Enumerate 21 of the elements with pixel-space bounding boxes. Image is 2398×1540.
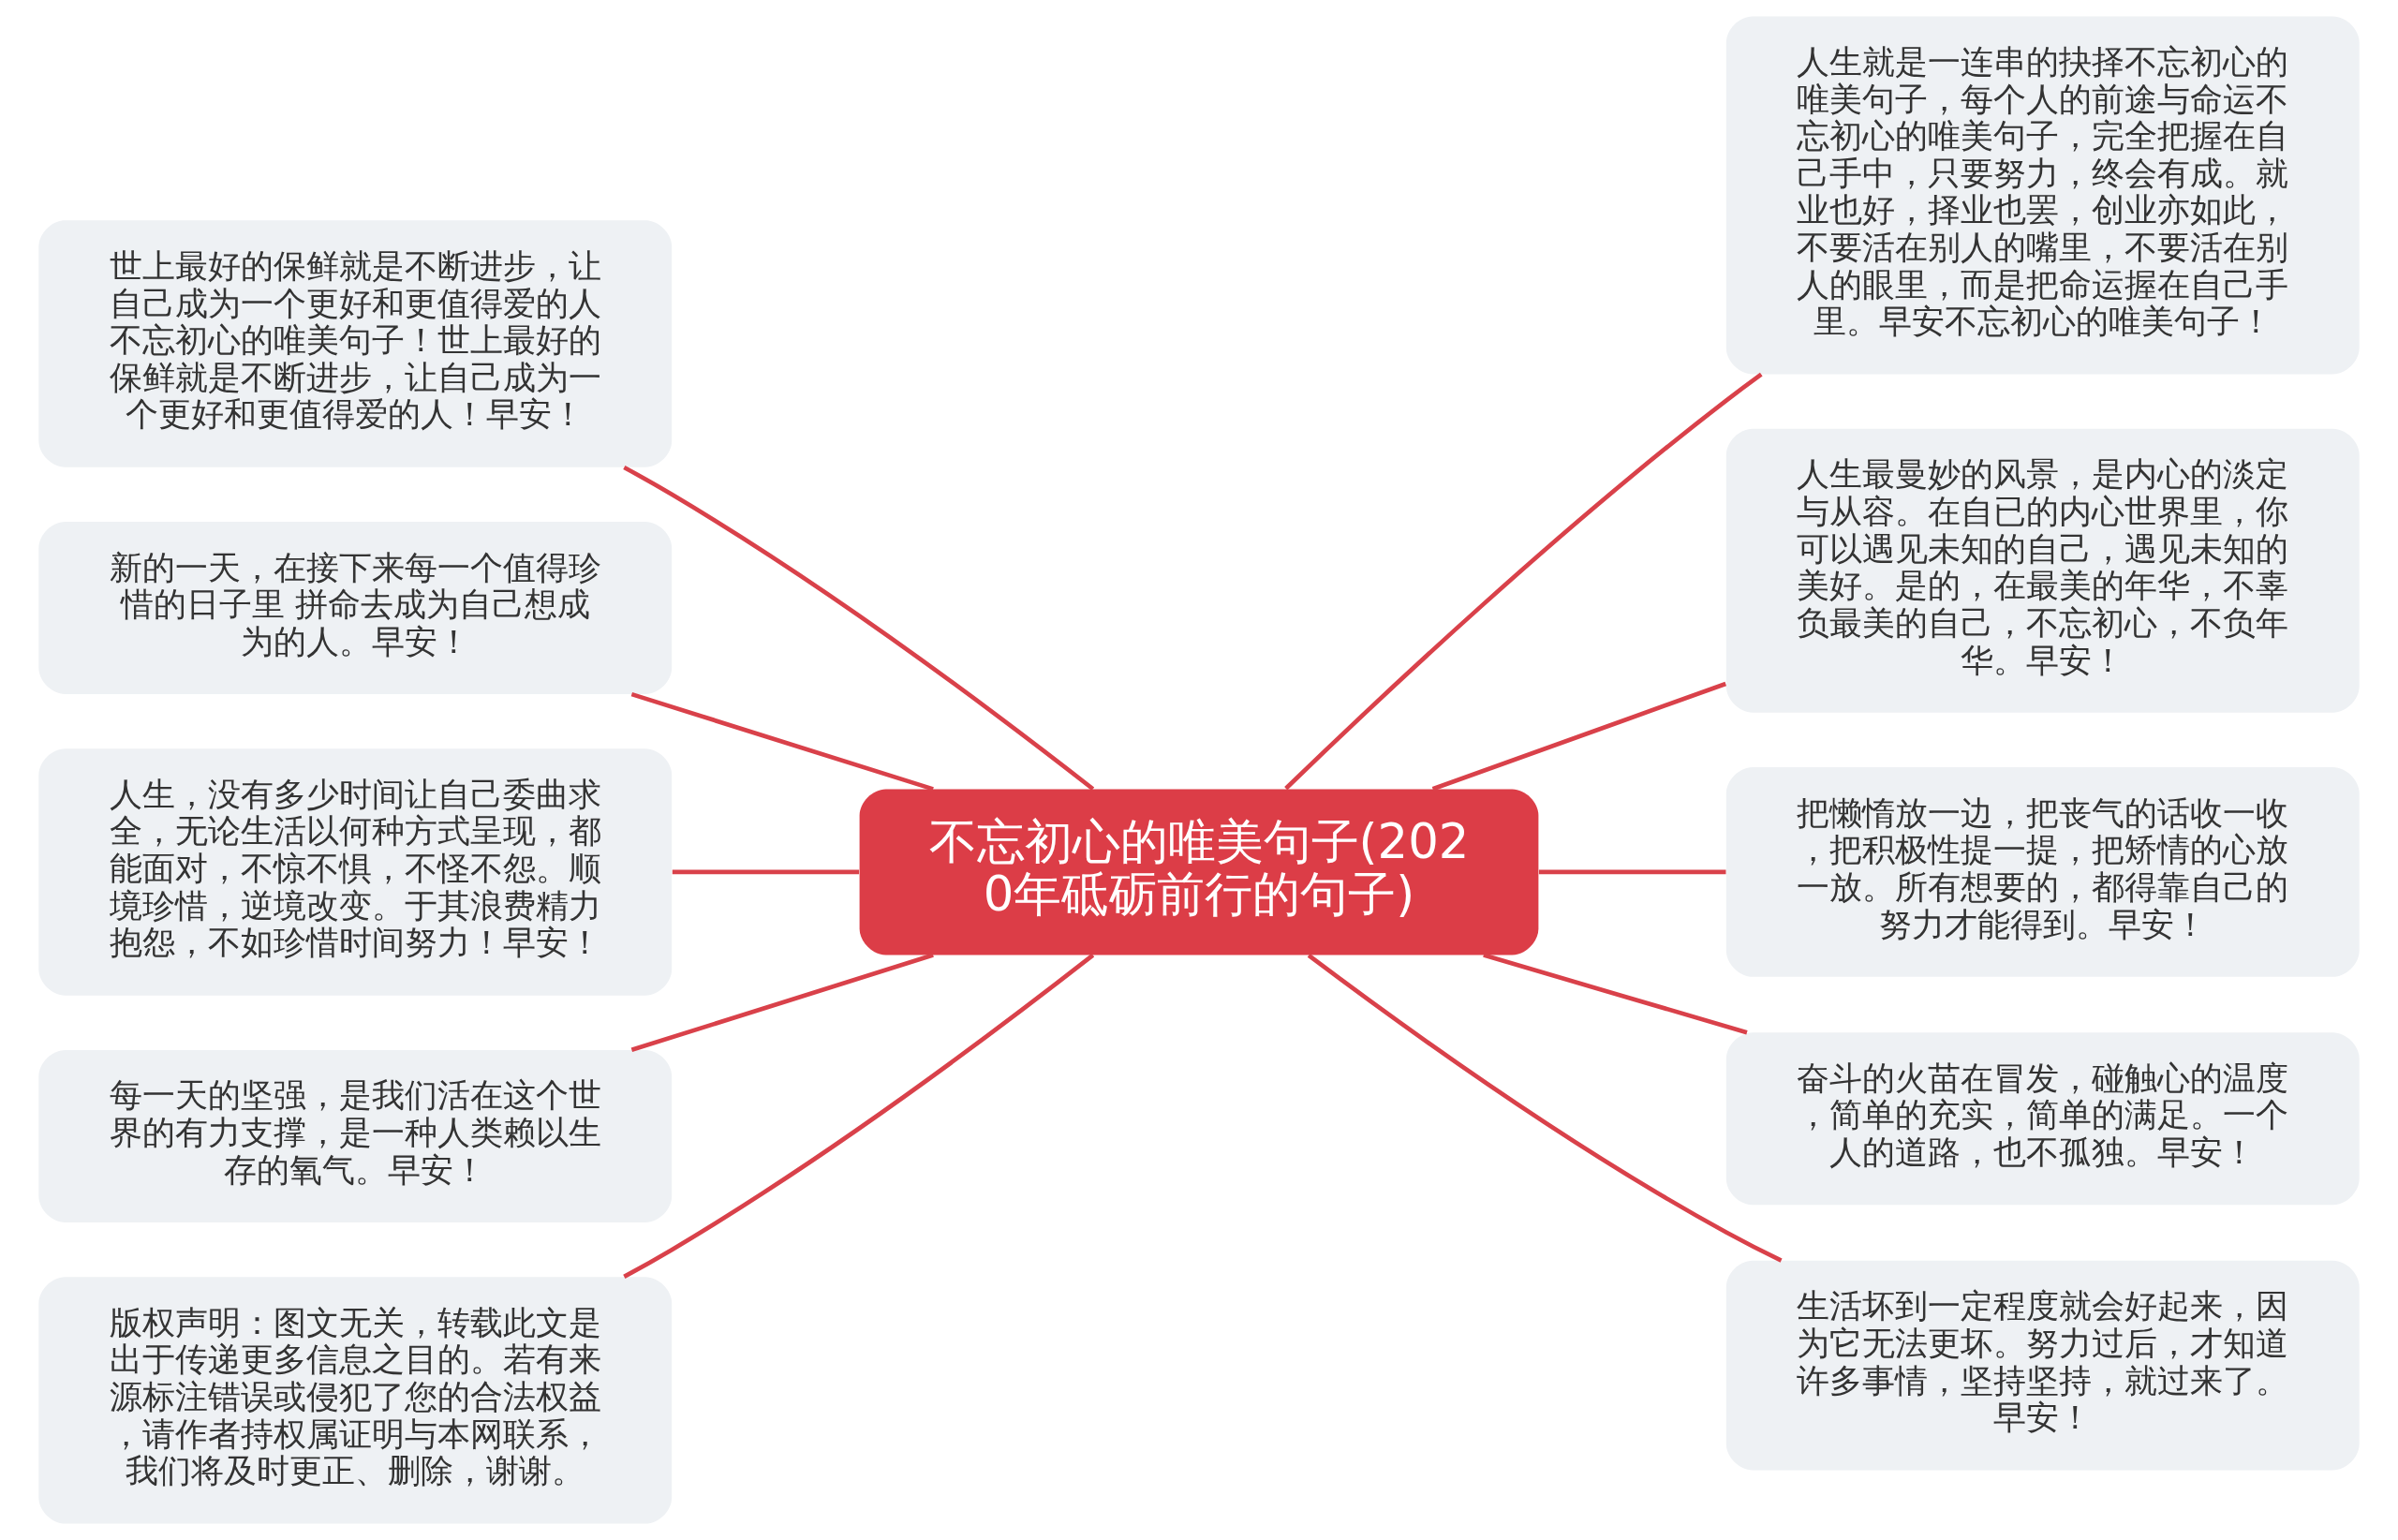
node-box: 世上最好的保鲜就是不断进步，让自己成为一个更好和更值得爱的人不忘初心的唯美句子！世上最好的保鲜就是不断进步，让自己成为一个更好和更值得爱的人！早安！: [38, 220, 673, 467]
connector: [672, 869, 860, 875]
node-box: 生活坏到一定程度就会好起来，因为它无法更坏。努力过后，才知道许多事情，坚持坚持，就过来了。早安！: [1725, 1260, 2360, 1471]
connector: [1307, 954, 1783, 1263]
connector: [1431, 681, 1727, 792]
node-box: 人生最曼妙的风景，是内心的淡定与从容。在自已的内心世界里，你可以遇见未知的自己，遇见未知的美好。是的，在最美的年华，不辜负最美的自己，不忘初心，不负年华。早安！: [1725, 428, 2360, 713]
connector: [623, 953, 1095, 1279]
connector: [630, 691, 934, 792]
connector: [623, 466, 1095, 792]
connector: [1284, 372, 1763, 791]
node-box: 新的一天，在接下来每一个值得珍惜的日子里 拼命去成为自己想成为的人。早安！: [38, 521, 673, 694]
connector: [630, 953, 934, 1053]
node-box: 每一天的坚强，是我们活在这个世界的有力支撑，是一种人类赖以生存的氧气。早安！: [38, 1049, 673, 1222]
node-box: 不忘初心的唯美句子(2020年砥砺前行的句子): [859, 789, 1539, 955]
connector: [1538, 869, 1726, 875]
node-box: 把懒惰放一边，把丧气的话收一收，把积极性提一提，把矫情的心放一放。所有想要的，都得靠自己的努力才能得到。早安！: [1725, 767, 2360, 977]
node-box: 版权声明：图文无关，转载此文是出于传递更多信息之目的。若有来源标注错误或侵犯了您的合法权益，请作者持权属证明与本网联系，我们将及时更正、删除，谢谢。: [38, 1277, 673, 1524]
node-box: 人生就是一连串的抉择不忘初心的唯美句子，每个人的前途与命运不忘初心的唯美句子，完全把握在自己手中，只要努力，终会有成。就业也好，择业也罢，创业亦如此，不要活在别人的嘴里，不要活在别人的眼里，而是把命运握在自己手里。早安不忘初心的唯美句子！: [1725, 16, 2360, 375]
connector: [1483, 953, 1748, 1035]
node-box: 奋斗的火苗在冒发，碰触心的温度，简单的充实，简单的满足。一个人的道路，也不孤独。早安！: [1725, 1032, 2360, 1206]
node-box: 人生，没有多少时间让自己委曲求全，无论生活以何种方式呈现，都能面对，不惊不惧，不怪不怨。顺境珍惜，逆境改变。于其浪费精力抱怨，不如珍惜时间努力！早安！: [38, 748, 673, 996]
